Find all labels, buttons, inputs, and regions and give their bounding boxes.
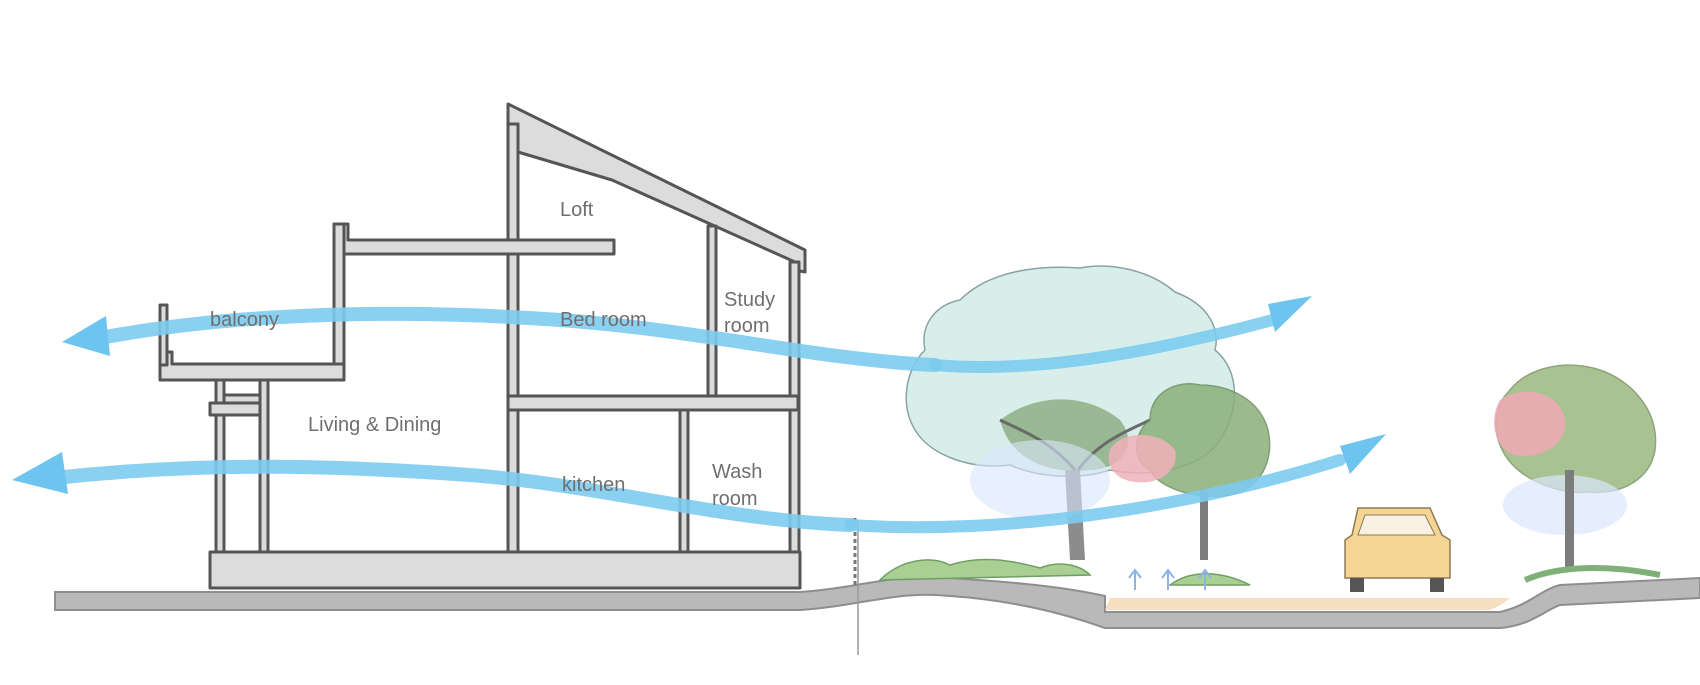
label-loft: Loft <box>560 199 594 221</box>
wall-upper-left <box>332 222 346 381</box>
airflow-arrowhead-upper-right <box>1268 296 1312 332</box>
airflow-arrowhead-upper-left <box>62 316 110 356</box>
label-balcony: balcony <box>210 309 279 331</box>
airflow-up-arrows <box>1128 568 1212 590</box>
window-frame-2 <box>208 401 264 417</box>
airflow-arrow-upper-left <box>93 306 942 372</box>
label-kitchen: kitchen <box>562 474 625 496</box>
house-section <box>158 102 807 590</box>
airflow-arrow-lower-right <box>844 454 1346 534</box>
shrubs-2 <box>1167 573 1251 586</box>
car-sketch <box>1344 507 1451 592</box>
foundation-slab <box>208 550 802 590</box>
tree-sketch-medium <box>1108 383 1271 560</box>
airflow-arrowhead-lower-right <box>1340 434 1386 474</box>
airflow-arrowhead-lower-left <box>12 452 68 494</box>
landscape <box>853 265 1661 592</box>
airflow-arrows <box>12 296 1386 534</box>
shrubs <box>878 558 1092 581</box>
label-study-2: room <box>724 315 770 337</box>
wall-study <box>706 224 718 398</box>
label-living: Living & Dining <box>308 414 441 436</box>
label-bedroom: Bed room <box>560 309 647 331</box>
label-study-1: Study <box>724 289 775 311</box>
room-labels: Loft balcony Bed room Study room Living … <box>210 199 775 510</box>
second-floor-slab <box>506 394 800 412</box>
airflow-arrow-lower-left <box>48 459 857 532</box>
label-wash-1: Wash <box>712 461 762 483</box>
label-wash-2: room <box>712 488 758 510</box>
upper-slab <box>332 222 616 256</box>
wall-wash <box>678 408 690 554</box>
tree-sketch-right <box>1494 364 1661 583</box>
balcony-slab <box>158 350 346 382</box>
airflow-arrow-upper-right <box>929 312 1286 373</box>
